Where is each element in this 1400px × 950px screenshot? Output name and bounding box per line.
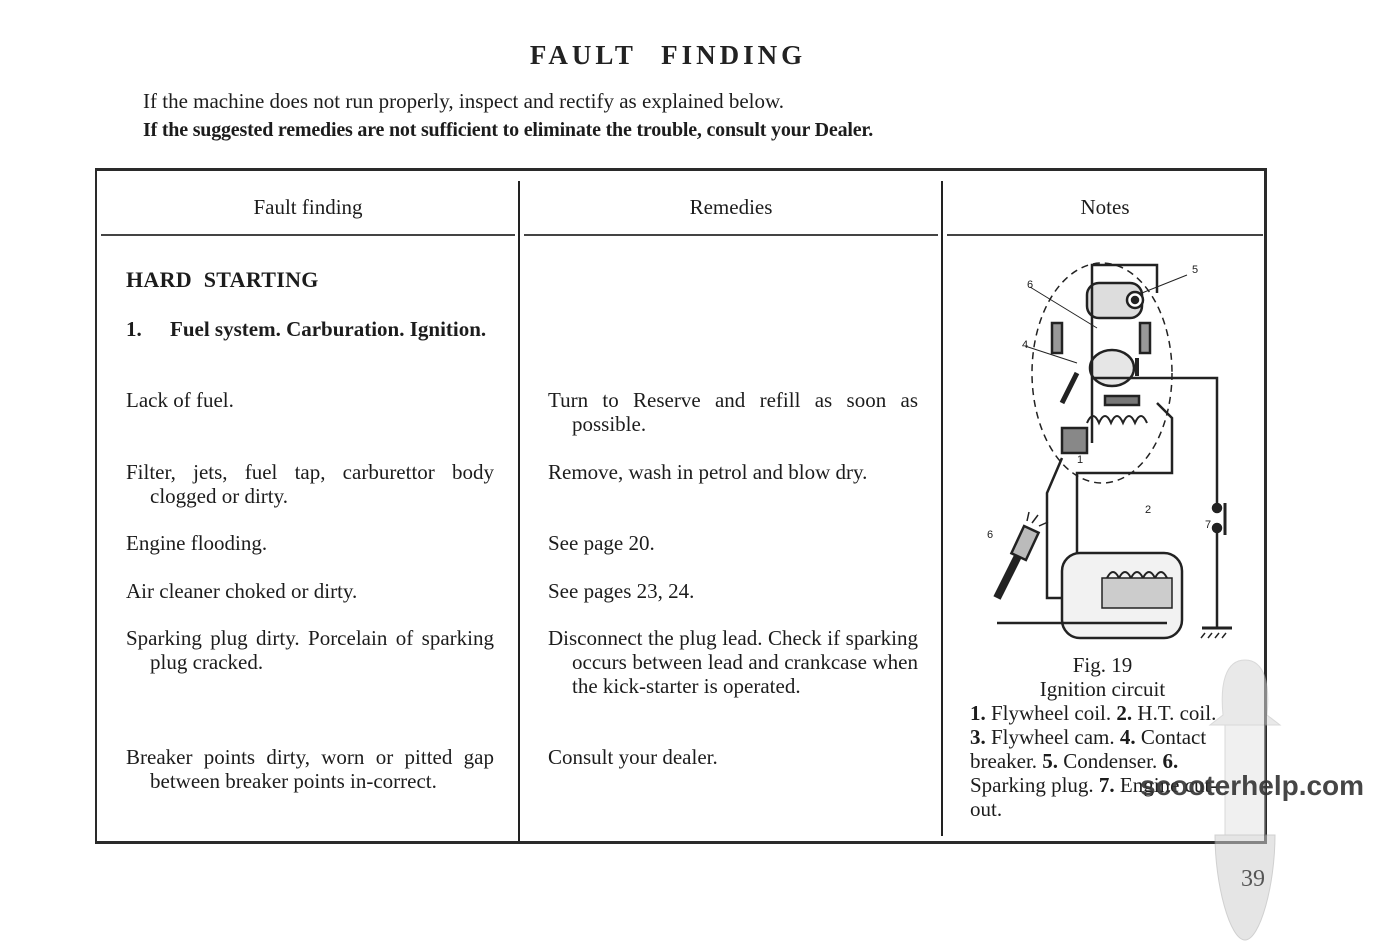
svg-text:5: 5 bbox=[1192, 264, 1198, 276]
pole-piece bbox=[1050, 321, 1064, 355]
header-rule bbox=[524, 234, 938, 236]
intro-text: If the machine does not run properly, in… bbox=[143, 89, 785, 113]
remedy-cell: Turn to Reserve and refill as soon as po… bbox=[548, 388, 918, 436]
column-divider bbox=[518, 181, 520, 841]
scooter-watermark-icon bbox=[1208, 659, 1282, 941]
remedy-cell: Remove, wash in petrol and blow dry. bbox=[548, 460, 868, 484]
sparking-plug-icon bbox=[993, 511, 1049, 600]
cutout-wire bbox=[1092, 376, 1219, 503]
watermark-text: scooterhelp.com bbox=[1140, 770, 1365, 801]
figure-legend: 1. Flywheel coil. 2. H.T. coil. 3. Flywh… bbox=[970, 701, 1218, 821]
subsection-heading: 1. Fuel system. Carburation. Ignition. bbox=[126, 317, 494, 341]
subsection-number: 1. bbox=[126, 317, 142, 341]
ignition-circuit-diagram: 5 6 4 1 2 6 7 bbox=[987, 262, 1232, 640]
svg-text:2: 2 bbox=[1145, 504, 1151, 516]
ht-coil-icon bbox=[1060, 551, 1184, 640]
figure-number: Fig. 19 bbox=[1072, 653, 1133, 677]
figure-title: Ignition circuit bbox=[1039, 677, 1166, 701]
diagram-labels: 5 6 4 1 2 6 7 bbox=[987, 264, 1211, 541]
intro-warning: If the suggested remedies are not suffic… bbox=[143, 119, 874, 141]
remedy-cell: Disconnect the plug lead. Check if spark… bbox=[548, 626, 918, 698]
column-header-notes: Notes bbox=[1080, 195, 1130, 219]
page-number: 39 bbox=[1241, 866, 1265, 892]
subsection-text: Fuel system. Carburation. Ignition. bbox=[170, 317, 487, 341]
remedy-cell: See page 20. bbox=[548, 531, 655, 555]
column-divider bbox=[941, 181, 943, 836]
fault-cell: Lack of fuel. bbox=[126, 388, 234, 412]
pole-piece bbox=[1138, 321, 1152, 355]
page-title: FAULT FINDING bbox=[529, 40, 807, 70]
condenser-icon bbox=[1085, 281, 1145, 320]
header-rule bbox=[947, 234, 1263, 236]
svg-text:4: 4 bbox=[1022, 339, 1028, 351]
fault-cell: Air cleaner choked or dirty. bbox=[126, 579, 358, 603]
section-heading: HARD STARTING bbox=[126, 267, 319, 292]
lt-wire bbox=[1045, 313, 1094, 600]
cam-icon bbox=[1088, 348, 1139, 388]
svg-text:7: 7 bbox=[1205, 519, 1211, 531]
flywheel-outline bbox=[1031, 262, 1173, 484]
primary-wire bbox=[1075, 402, 1174, 583]
fault-finding-table: Fault finding Remedies Notes HARD STARTI… bbox=[95, 168, 1267, 844]
svg-text:6: 6 bbox=[987, 529, 993, 541]
column-header-fault: Fault finding bbox=[253, 195, 363, 219]
remedy-cell: See pages 23, 24. bbox=[548, 579, 695, 603]
coil-icon bbox=[1060, 394, 1148, 455]
column-header-remedies: Remedies bbox=[689, 195, 773, 219]
header-rule bbox=[101, 234, 515, 236]
figure-caption: Fig. 19 Ignition circuit 1. Flywheel coi… bbox=[970, 653, 1235, 821]
ground-icon bbox=[1200, 626, 1232, 639]
remedy-cell: Consult your dealer. bbox=[548, 745, 718, 769]
fault-cell: Engine flooding. bbox=[126, 531, 268, 555]
fault-cell: Sparking plug dirty. Porcelain of sparki… bbox=[126, 626, 494, 674]
condenser-wire bbox=[1090, 263, 1159, 313]
svg-text:1: 1 bbox=[1077, 454, 1083, 466]
engine-cutout-icon bbox=[1211, 502, 1227, 628]
fault-cell: Filter, jets, fuel tap, carburettor body… bbox=[126, 460, 494, 508]
leader-lines bbox=[1024, 274, 1188, 364]
breaker-arm bbox=[1059, 371, 1080, 405]
svg-text:6: 6 bbox=[1027, 279, 1033, 291]
fault-cell: Breaker points dirty, worn or pitted gap… bbox=[126, 745, 494, 793]
